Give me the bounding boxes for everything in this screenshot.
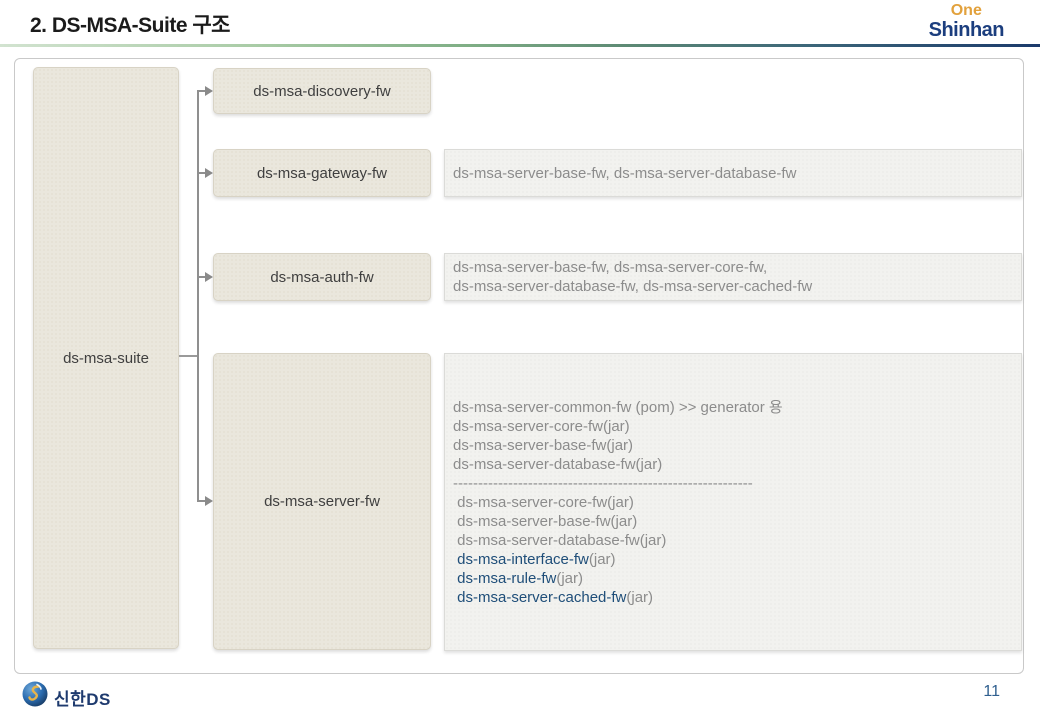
- node-ds-msa-auth-fw: ds-msa-auth-fw: [213, 253, 431, 301]
- arrowhead-icon: [205, 496, 213, 506]
- description-line: ds-msa-server-common-fw (pom) >> generat…: [453, 398, 783, 416]
- one-shinhan-logo-one-text: One: [950, 2, 982, 19]
- arrowhead-icon: [205, 168, 213, 178]
- arrowhead-icon: [205, 86, 213, 96]
- page-title: 2. DS-MSA-Suite 구조: [30, 14, 231, 37]
- connector-branch-gateway: [197, 172, 206, 174]
- description-line: ds-msa-server-base-fw, ds-msa-server-cor…: [453, 259, 768, 276]
- footer-company-name: 신한DS: [54, 690, 111, 709]
- header-divider-line: [0, 44, 1040, 47]
- one-shinhan-logo: One Shinhan: [928, 2, 1005, 41]
- connector-branch-auth: [197, 276, 206, 278]
- arrowhead-icon: [205, 272, 213, 282]
- description-line: ds-msa-server-database-fw(jar): [453, 455, 663, 473]
- connector-branch-discovery: [197, 90, 206, 92]
- description-line: ds-msa-server-core-fw(jar): [453, 493, 634, 511]
- node-label: ds-msa-auth-fw: [270, 268, 374, 286]
- description-line: ds-msa-server-cached-fw(jar): [457, 588, 654, 606]
- connector-trunk-line: [197, 90, 199, 502]
- node-label: ds-msa-suite: [63, 349, 149, 367]
- description-line: ds-msa-rule-fw(jar): [457, 569, 584, 587]
- description-line: ds-msa-server-database-fw(jar): [453, 531, 667, 549]
- description-box-auth: ds-msa-server-base-fw, ds-msa-server-cor…: [444, 253, 1022, 301]
- diagram-canvas: ds-msa-suite ds-msa-discovery-fw ds-msa-…: [14, 58, 1024, 674]
- description-line: ds-msa-server-base-fw, ds-msa-server-dat…: [453, 164, 797, 182]
- description-line: ds-msa-server-core-fw(jar): [453, 417, 630, 435]
- connector-root-feed: [179, 355, 197, 357]
- node-label: ds-msa-discovery-fw: [253, 82, 391, 100]
- description-line: ds-msa-interface-fw(jar): [457, 550, 616, 568]
- description-line: ds-msa-server-base-fw(jar): [453, 512, 638, 530]
- description-line: ds-msa-server-database-fw, ds-msa-server…: [453, 278, 813, 295]
- description-line: ----------------------------------------…: [453, 474, 753, 492]
- description-line: ds-msa-server-base-fw(jar): [453, 436, 634, 454]
- node-label: ds-msa-gateway-fw: [256, 164, 388, 182]
- node-ds-msa-suite: ds-msa-suite: [33, 67, 179, 649]
- node-ds-msa-discovery-fw: ds-msa-discovery-fw: [213, 68, 431, 114]
- node-ds-msa-server-fw: ds-msa-server-fw: [213, 353, 431, 650]
- description-box-server: ds-msa-server-common-fw (pom) >> generat…: [444, 353, 1022, 651]
- one-shinhan-logo-shinhan-text: Shinhan: [928, 19, 1005, 41]
- node-label: ds-msa-server-fw: [264, 493, 380, 510]
- description-box-gateway: ds-msa-server-base-fw, ds-msa-server-dat…: [444, 149, 1022, 197]
- shinhan-ds-globe-icon: [22, 681, 48, 707]
- node-ds-msa-gateway-fw: ds-msa-gateway-fw: [213, 149, 431, 197]
- page-number: 11: [983, 683, 1000, 700]
- connector-branch-server: [197, 500, 206, 502]
